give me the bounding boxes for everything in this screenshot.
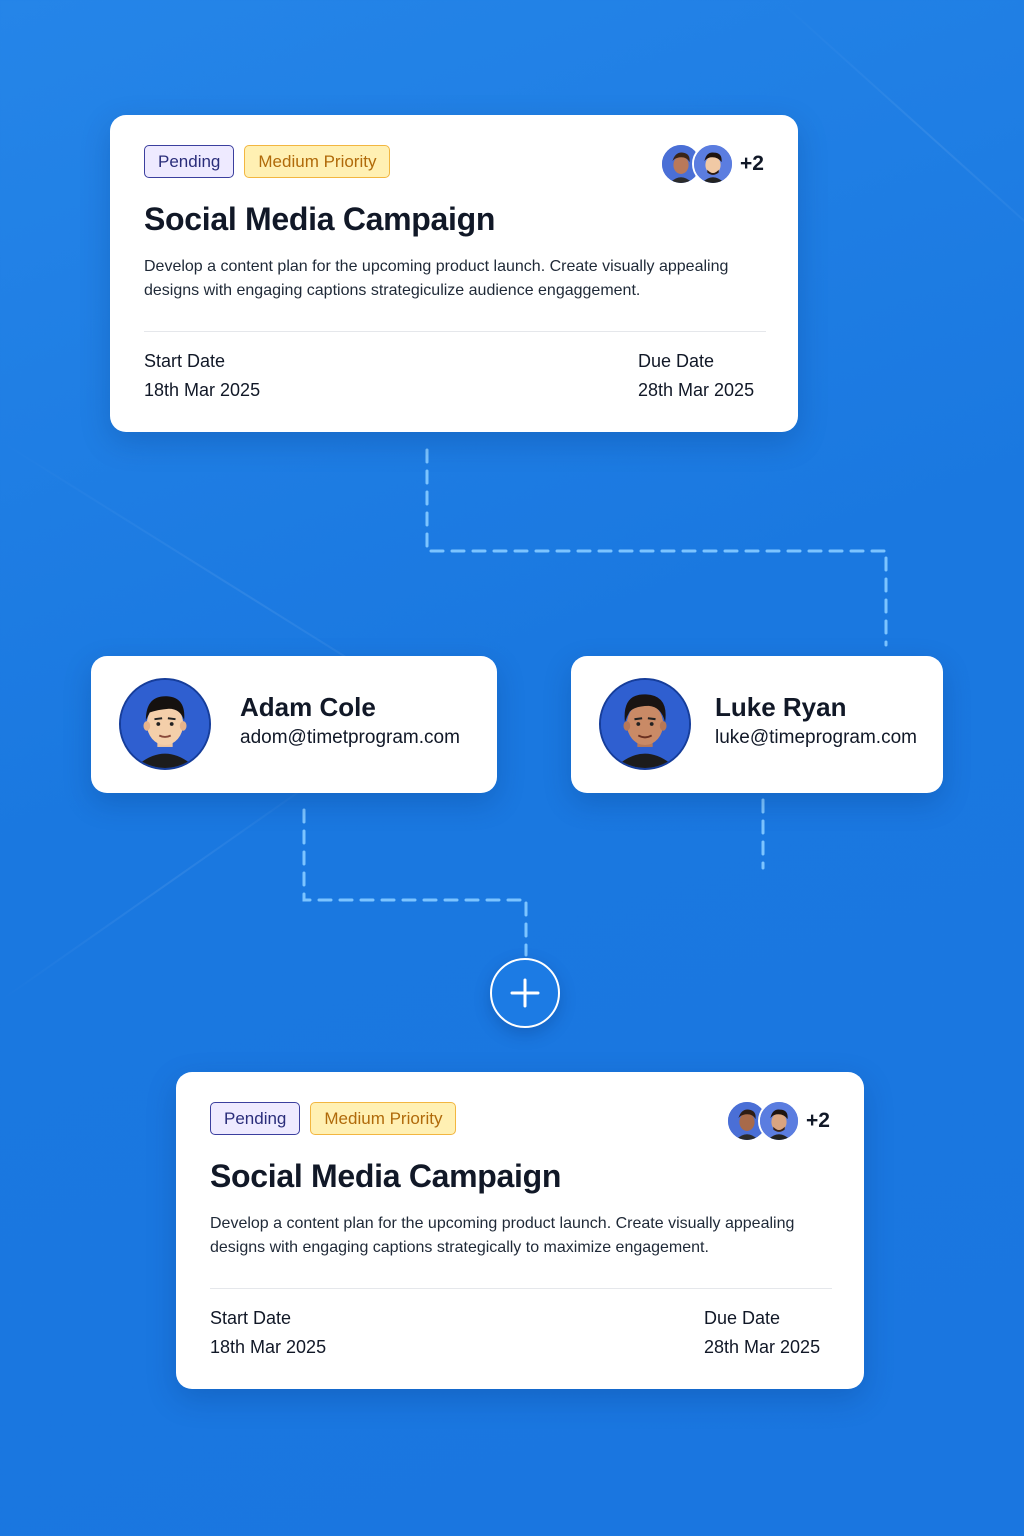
person-avatar-icon (601, 680, 689, 768)
due-date-label: Due Date (638, 351, 715, 371)
badge-group: Pending Medium Priority (144, 145, 391, 178)
badge-group: Pending Medium Priority (210, 1102, 457, 1135)
person-email[interactable]: luke@timeprogram.com (715, 727, 917, 748)
task-description: Develop a content plan for the upcoming … (144, 258, 729, 299)
due-date: Due Date 28th Mar 2025 (638, 351, 754, 401)
avatar (758, 1100, 801, 1142)
assignee-avatars[interactable]: +2 (726, 1100, 830, 1142)
due-date-value: 28th Mar 2025 (704, 1337, 821, 1357)
task-title: Social Media Campaign (144, 201, 496, 237)
task-card[interactable]: Pending Medium Priority +2 Social Media … (110, 115, 798, 432)
assignee-count: +2 (740, 152, 764, 175)
status-badge: Pending (144, 145, 235, 178)
add-button[interactable] (490, 958, 560, 1028)
avatar (119, 678, 211, 770)
assignee-count: +2 (806, 1109, 830, 1132)
start-date-label: Start Date (144, 351, 226, 371)
status-badge: Pending (210, 1102, 301, 1135)
person-card-luke[interactable]: Luke Ryan luke@timeprogram.com (571, 656, 943, 793)
due-date-label: Due Date (704, 1308, 781, 1328)
priority-badge: Medium Priority (244, 145, 391, 178)
start-date: Start Date 18th Mar 2025 (210, 1308, 326, 1358)
divider (144, 331, 766, 332)
person-name: Adam Cole (240, 692, 376, 722)
person-avatar-icon (121, 680, 209, 768)
start-date-value: 18th Mar 2025 (144, 380, 261, 400)
person-avatar-icon (760, 1102, 799, 1140)
avatar (599, 678, 691, 770)
background-streak (779, 0, 1024, 283)
task-title: Social Media Campaign (210, 1158, 562, 1194)
task-card[interactable]: Pending Medium Priority +2 Social Media … (176, 1072, 864, 1389)
person-email[interactable]: adom@timetprogram.com (240, 727, 460, 748)
start-date-label: Start Date (210, 1308, 292, 1328)
plus-icon (510, 978, 540, 1008)
person-name: Luke Ryan (715, 692, 847, 722)
priority-badge: Medium Priority (310, 1102, 457, 1135)
connector-adam-to-add (302, 808, 528, 957)
start-date: Start Date 18th Mar 2025 (144, 351, 260, 401)
avatar (692, 143, 735, 185)
due-date-value: 28th Mar 2025 (638, 380, 755, 400)
connector-top-to-luke (425, 448, 888, 647)
person-card-adam[interactable]: Adam Cole adom@timetprogram.com (91, 656, 497, 793)
divider (210, 1288, 832, 1289)
person-avatar-icon (694, 145, 733, 183)
background-streak (0, 759, 345, 1002)
due-date: Due Date 28th Mar 2025 (704, 1308, 820, 1358)
start-date-value: 18th Mar 2025 (210, 1337, 327, 1357)
task-description: Develop a content plan for the upcoming … (210, 1215, 795, 1256)
assignee-avatars[interactable]: +2 (660, 143, 764, 185)
